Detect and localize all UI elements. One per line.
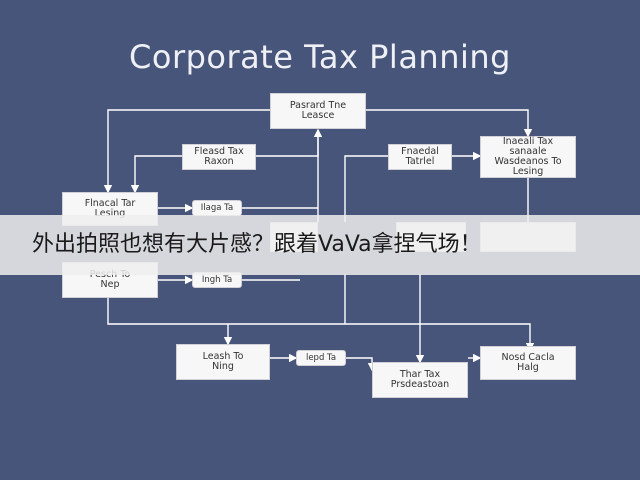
edge-n10-n11 [346, 357, 377, 372]
edge-top-left [103, 109, 270, 194]
edge-n3-mid [344, 155, 388, 222]
node-pasrard-tne: Pasrard Tne Leasce [270, 93, 366, 129]
caption-banner [0, 215, 640, 275]
node-thar-tax: Thar Tax Prsdeastoan [372, 362, 468, 398]
node-leash-to: Leash To Ning [176, 344, 270, 380]
edge-bottom-bus [107, 298, 535, 352]
edge-n2-n1 [256, 128, 323, 157]
node-lepd-ta: lepd Ta [296, 350, 346, 366]
node-fnaedal: Fnaedal Tatrlel [388, 144, 452, 170]
node-ilaga-ta: Ilaga Ta [192, 200, 242, 216]
node-inaeali-tax: Inaeali Tax sanaale Wasdeanos To Lesing [480, 136, 576, 178]
node-fleasd-tax: Fleasd Tax Raxon [182, 144, 256, 170]
edge-top-right [366, 109, 533, 138]
edge-n2-n5 [130, 155, 182, 194]
diagram-title: Corporate Tax Planning [129, 38, 511, 76]
node-nosd-cacla: Nosd Cacla Halg [480, 346, 576, 380]
caption-text: 外出拍照也想有大片感？跟着VaVa拿捏气场！ [32, 232, 482, 257]
